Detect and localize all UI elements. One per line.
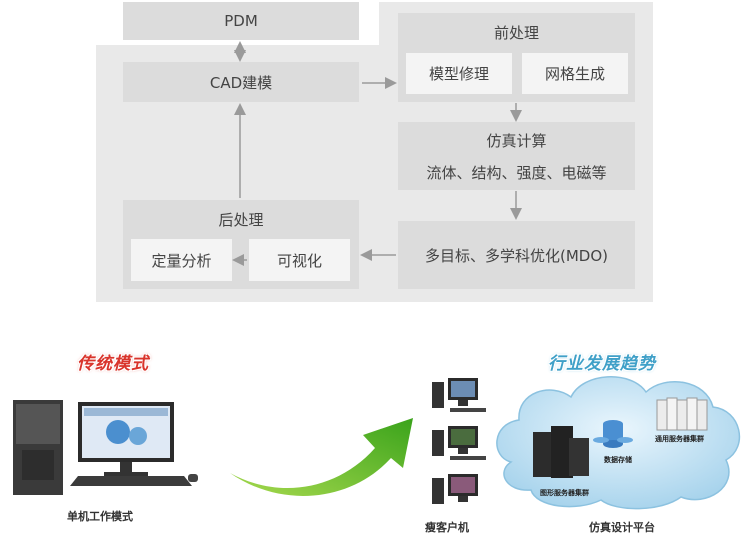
simulation-platform-label: 仿真设计平台 [589,521,655,534]
cloud-icon [496,376,741,510]
standalone-mode-caption: 单机工作模式 [67,510,133,523]
desktop-workstation-icon [13,400,198,495]
pdm-box: PDM [123,2,359,40]
database-icon [593,420,633,448]
model-repair-box: 模型修理 [406,53,512,94]
flow-arrows [232,41,522,266]
cad-modeling-box: CAD建模 [123,62,359,102]
postprocess-title: 后处理 [218,210,264,229]
traditional-mode-heading: 传统模式 [77,354,149,374]
thin-client-label: 瘦客户机 [425,521,469,534]
mdo-box: 多目标、多学科优化(MDO) [398,221,635,289]
quantitative-analysis-box: 定量分析 [131,239,232,281]
mesh-generation-box: 网格生成 [522,53,628,94]
simulation-title: 仿真计算 [486,131,547,150]
general-cluster-label: 通用服务器集群 [655,435,704,443]
preprocess-title: 前处理 [493,23,539,42]
data-storage-label: 数据存储 [604,456,632,464]
server-rack-icon [533,426,589,478]
green-arrow-icon [230,418,413,496]
simulation-subtitle: 流体、结构、强度、电磁等 [426,163,607,182]
simulation-box [398,122,635,190]
industry-trend-heading: 行业发展趋势 [548,354,656,374]
thin-client-icon [432,378,486,504]
graphics-cluster-label: 图形服务器集群 [540,489,589,497]
visualization-box: 可视化 [249,239,350,281]
